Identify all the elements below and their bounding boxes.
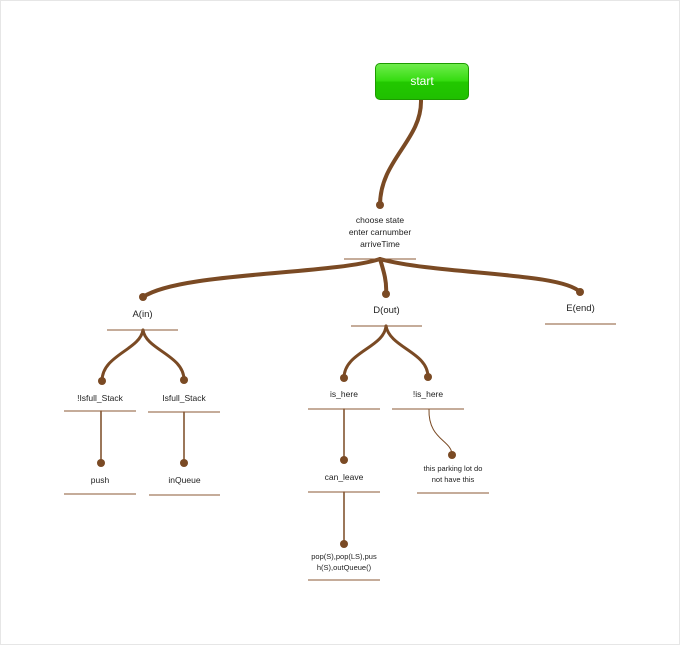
connector-dot-not-full-stack bbox=[98, 377, 106, 385]
link-d-ishere bbox=[342, 324, 388, 380]
connector-dot-full-stack bbox=[180, 376, 188, 384]
link-start-root bbox=[378, 98, 424, 207]
node-push[interactable]: push bbox=[90, 475, 110, 485]
connector-dot-a-in bbox=[139, 293, 147, 301]
node-no-car[interactable]: this parking lot do not have this bbox=[410, 464, 496, 485]
node-e-end[interactable]: E(end) bbox=[566, 303, 595, 314]
root-node-line-1: choose state bbox=[355, 215, 405, 225]
link-a-full bbox=[141, 328, 186, 382]
root-node-line-3: arriveTime bbox=[360, 239, 400, 249]
node-can-leave[interactable]: can_leave bbox=[324, 472, 364, 482]
node-leave-ops-line-1: pop(S),pop(LS),pus bbox=[311, 552, 377, 561]
node-d-out[interactable]: D(out) bbox=[373, 305, 400, 316]
link-root-d bbox=[378, 257, 389, 296]
root-node-line-2: enter carnumber bbox=[348, 227, 412, 237]
connector-dot-not-is-here bbox=[424, 373, 432, 381]
connector-dot-root bbox=[376, 201, 384, 209]
node-no-car-line-2: not have this bbox=[431, 474, 475, 484]
link-notishere-nocar bbox=[428, 408, 453, 456]
link-root-a bbox=[141, 257, 382, 299]
node-not-is-here[interactable]: !is_here bbox=[412, 389, 444, 399]
connector-dot-inqueue bbox=[180, 459, 188, 467]
node-no-car-line-1: this parking lot do bbox=[423, 464, 483, 473]
node-a-in[interactable]: A(in) bbox=[132, 309, 153, 320]
node-inqueue[interactable]: inQueue bbox=[168, 475, 201, 485]
connector-dot-no-car bbox=[448, 451, 456, 459]
node-full-stack[interactable]: Isfull_Stack bbox=[162, 393, 206, 403]
link-a-notfull bbox=[100, 328, 145, 383]
node-is-here[interactable]: is_here bbox=[330, 389, 358, 399]
node-leave-ops[interactable]: pop(S),pop(LS),pus h(S),outQueue() bbox=[302, 552, 386, 573]
connector-dot-d-out bbox=[382, 290, 390, 298]
connector-dot-is-here bbox=[340, 374, 348, 382]
connector-dot-can-leave bbox=[340, 456, 348, 464]
link-root-e bbox=[378, 257, 582, 294]
connector-dot-push bbox=[97, 459, 105, 467]
node-leave-ops-line-2: h(S),outQueue() bbox=[316, 562, 372, 572]
link-d-notishere bbox=[384, 324, 430, 379]
start-node[interactable]: start bbox=[375, 63, 469, 100]
connector-dot-e-end bbox=[576, 288, 584, 296]
root-node[interactable]: choose state enter carnumber arriveTime bbox=[330, 214, 430, 250]
node-not-full-stack[interactable]: !Isfull_Stack bbox=[77, 393, 123, 403]
connector-dot-leave-ops bbox=[340, 540, 348, 548]
